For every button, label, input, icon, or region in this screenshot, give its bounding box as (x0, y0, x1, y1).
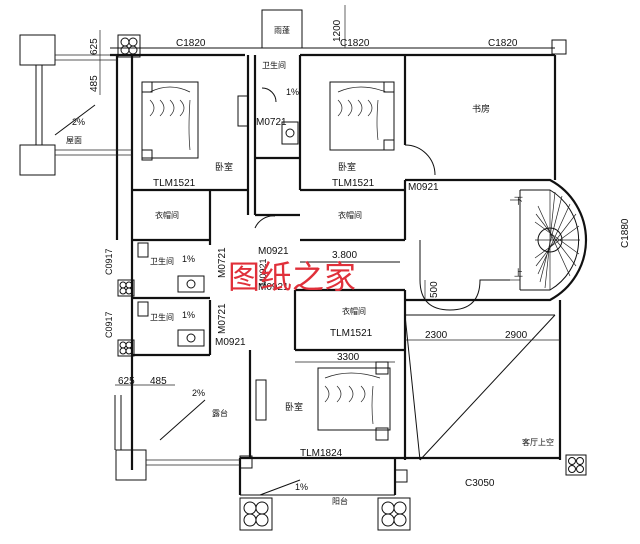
door-tlm1824: TLM1824 (300, 448, 343, 459)
watermark: 图纸之家 (228, 258, 356, 296)
door-tlm1521-b: TLM1521 (332, 178, 375, 189)
closets: 衣帽间 衣帽间 衣帽间 (155, 210, 366, 316)
window-c1880: C1880 (620, 218, 631, 248)
door-m0921-b: M0921 (215, 337, 246, 348)
slope-label-terrace: 2% (192, 388, 205, 398)
closet-3-label: 衣帽间 (342, 306, 366, 316)
slope-label-balcony: 1% (295, 482, 308, 492)
left-roof: 2% 屋面 (19, 34, 132, 176)
dimensions: 625 485 1200 625 485 500 2300 2900 3300 (89, 5, 560, 387)
dim-625-bottom: 625 (118, 376, 135, 387)
door-m0921-e: M0921 (258, 258, 268, 286)
terrace-label: 露台 (212, 408, 228, 418)
bedroom-3-label: 卧室 (285, 401, 303, 412)
bathroom-mid-label: 卫生间 (150, 256, 174, 266)
dim-2300: 2300 (425, 330, 448, 341)
bathroom-low: 卫生间 1% M0721 M0921 (137, 301, 246, 348)
bedroom-3: 卧室 TLM1824 TLM1521 (255, 328, 391, 459)
dim-485-bottom: 485 (150, 376, 167, 387)
dim-1200: 1200 (332, 19, 343, 42)
rain-canopy-label: 雨蓬 (274, 25, 290, 35)
terrace: 2% 露台 (114, 388, 240, 481)
dim-500: 500 (429, 281, 440, 298)
stair-down-label: 下 (514, 196, 523, 206)
corridor: M0921 M0921 M0921 3.800 (254, 215, 400, 293)
living-void-label: 客厅上空 (522, 437, 554, 447)
closet-2-label: 衣帽间 (338, 210, 362, 220)
slope-label-bath-low: 1% (182, 310, 195, 320)
dim-3800: 3.800 (332, 250, 357, 261)
window-c1820-c: C1820 (488, 38, 518, 49)
stair-up-label: 上 (514, 268, 523, 278)
door-tlm1521-c: TLM1521 (330, 328, 373, 339)
living-void: 客厅上空 (522, 437, 554, 447)
door-m0921-a: M0921 (408, 182, 439, 193)
dim-485-top: 485 (89, 75, 100, 92)
slope-label-bath-mid: 1% (182, 254, 195, 264)
door-m0721-b: M0721 (217, 247, 228, 278)
door-tlm1521-a: TLM1521 (153, 178, 196, 189)
walls (110, 47, 562, 496)
roof-label: 屋面 (66, 136, 82, 145)
door-m0721-a: M0721 (256, 117, 287, 128)
window-labels: C1820 C1820 C1820 C3050 C1880 C0917 C091… (104, 38, 631, 489)
rain-canopy: 雨蓬 (261, 9, 303, 49)
bedroom-1-label: 卧室 (215, 161, 233, 172)
dim-3300: 3300 (337, 352, 360, 363)
bathroom-top-label: 卫生间 (262, 60, 286, 70)
door-m0921-c: M0921 (258, 246, 289, 257)
bathroom-low-label: 卫生间 (150, 312, 174, 322)
dim-2900: 2900 (505, 330, 528, 341)
window-c3050: C3050 (465, 478, 495, 489)
window-c0917-b: C0917 (104, 311, 114, 338)
window-c1820-b: C1820 (340, 38, 370, 49)
bathroom-top: 卫生间 1% M0721 (256, 60, 299, 145)
balcony: 1% 阳台 (259, 479, 348, 506)
window-c0917: C0917 (104, 248, 114, 275)
study-label: 书房 (472, 103, 490, 114)
bathroom-mid: 卫生间 1% M0721 (137, 242, 228, 293)
closet-1-label: 衣帽间 (155, 210, 179, 220)
door-m0721-c: M0721 (217, 303, 228, 334)
slope-label-roof: 2% (72, 117, 85, 127)
staircase: 下 上 (419, 178, 588, 311)
bedroom-2-label: 卧室 (338, 161, 356, 172)
bedroom-1: 卧室 TLM1521 (141, 81, 249, 189)
dim-625-top: 625 (89, 38, 100, 55)
slope-label-bath-top: 1% (286, 87, 299, 97)
window-c1820-a: C1820 (176, 38, 206, 49)
balcony-label: 阳台 (332, 496, 348, 506)
door-m0921-d: M0921 (258, 282, 289, 293)
study: 书房 M0921 (404, 103, 490, 193)
bedroom-2: 卧室 TLM1521 (329, 81, 395, 189)
columns (117, 34, 587, 531)
